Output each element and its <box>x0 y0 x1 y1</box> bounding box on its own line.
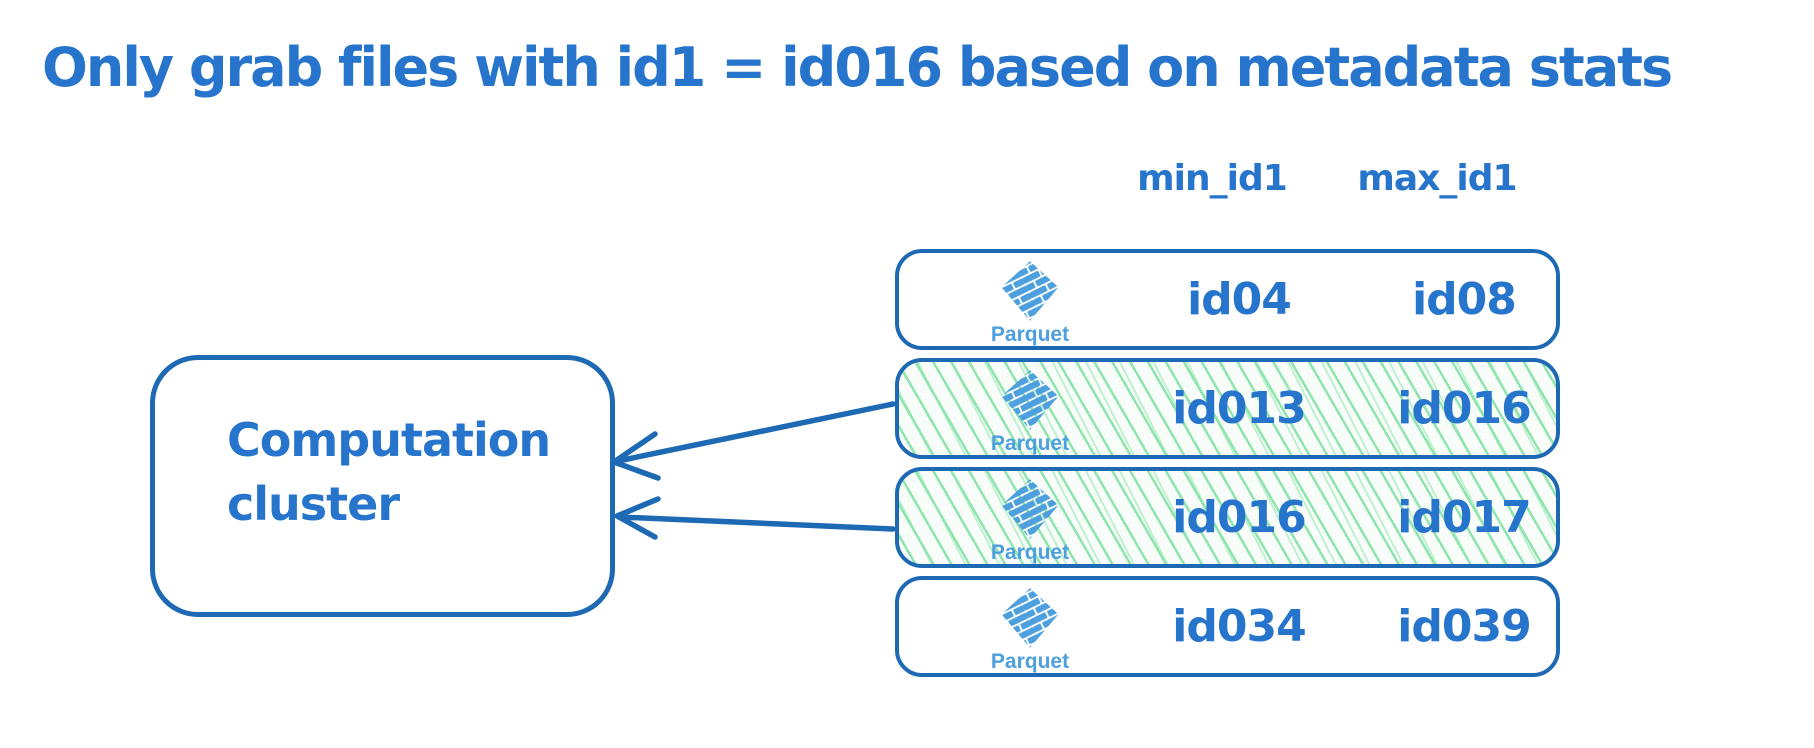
min-id1-value: id016 <box>1172 492 1306 543</box>
max-id1-value: id016 <box>1397 383 1531 434</box>
parquet-logo-icon <box>1001 479 1059 539</box>
cluster-label-line1: Computation <box>227 413 551 467</box>
parquet-logo-icon <box>1001 370 1059 430</box>
diagram-title: Only grab files with id1 = id016 based o… <box>42 36 1673 99</box>
column-header-min-id1: min_id1 <box>1137 158 1288 199</box>
parquet-logo-label: Parquet <box>990 541 1070 564</box>
min-id1-value: id013 <box>1172 383 1306 434</box>
parquet-logo: Parquet <box>965 256 1095 350</box>
parquet-file-row-3: Parquet id016 id017 <box>895 467 1560 568</box>
max-id1-value: id017 <box>1397 492 1531 543</box>
max-id1-value: id039 <box>1397 601 1531 652</box>
min-id1-value: id04 <box>1187 274 1292 325</box>
max-id1-value: id08 <box>1412 274 1517 325</box>
parquet-logo: Parquet <box>965 583 1095 677</box>
arrow-file2-to-cluster <box>611 401 896 481</box>
parquet-logo-label: Parquet <box>990 323 1070 346</box>
parquet-logo: Parquet <box>965 365 1095 459</box>
parquet-logo-label: Parquet <box>990 650 1070 673</box>
computation-cluster-node: Computation cluster <box>150 355 615 617</box>
min-id1-value: id034 <box>1172 601 1306 652</box>
computation-cluster-label: Computation cluster <box>227 408 551 536</box>
parquet-file-row-1: Parquet id04 id08 <box>895 249 1560 350</box>
arrow-file3-to-cluster <box>614 496 896 540</box>
column-header-max-id1: max_id1 <box>1357 158 1517 199</box>
parquet-file-row-2: Parquet id013 id016 <box>895 358 1560 459</box>
parquet-logo: Parquet <box>965 474 1095 568</box>
cluster-label-line2: cluster <box>227 477 400 531</box>
parquet-logo-label: Parquet <box>990 432 1070 455</box>
parquet-file-row-4: Parquet id034 id039 <box>895 576 1560 677</box>
parquet-logo-icon <box>1001 588 1059 648</box>
parquet-logo-icon <box>1001 261 1059 321</box>
